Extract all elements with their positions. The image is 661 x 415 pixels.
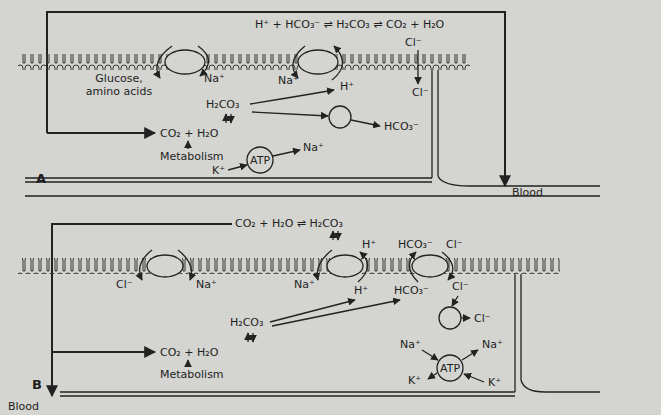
diagram-label: H⁺ [340,80,354,93]
diagram-label: CO₂ + H₂O [160,346,218,359]
diagram-label: Na⁺ [278,74,299,87]
diagram-label: Metabolism [160,368,224,381]
diagram-label: Cl⁻ [405,36,422,49]
diagram-label: HCO₃⁻ [394,284,429,297]
diagram-label: H⁺ [362,238,376,251]
panel-letter: A [36,172,46,185]
diagram-label: Na⁺ [303,141,324,154]
diagram-label: Cl⁻ [474,312,491,325]
diagram-label: CO₂ + H₂O [160,127,218,140]
diagram-label: H⁺ [354,284,368,297]
diagram-label: H₂CO₃ [206,98,239,111]
diagram-label: Cl⁻ [452,280,469,293]
diagram-label: K⁺ [408,374,421,387]
diagram-label: Na⁺ [196,278,217,291]
diagram-label: Blood [8,400,39,413]
diagram-label: Cl⁻ [446,238,463,251]
diagram-label: Blood [512,186,543,199]
panel-letter: B [32,378,42,391]
diagram-label: Na⁺ [294,278,315,291]
diagram-label: H⁺ + HCO₃⁻ ⇌ H₂CO₃ ⇌ CO₂ + H₂O [255,18,444,31]
diagram-label: ATP [440,362,460,375]
diagram-label: K⁺ [488,376,501,389]
diagram-label: HCO₃⁻ [384,120,419,133]
diagram-label: CO₂ + H₂O ⇌ H₂CO₃ [235,217,343,230]
diagram-label: Cl⁻ [116,278,133,291]
diagram-label: Glucose, amino acids [82,72,156,98]
diagram-label: Cl⁻ [412,86,429,99]
diagram-label: Na⁺ [204,72,225,85]
diagram-label: H₂CO₃ [230,316,263,329]
diagram-label: K⁺ [212,164,225,177]
diagram-label: ATP [250,154,270,167]
diagram-label: Na⁺ [482,338,503,351]
diagram-label: Na⁺ [400,338,421,351]
diagram-label: Metabolism [160,150,224,163]
diagram-label: HCO₃⁻ [398,238,433,251]
